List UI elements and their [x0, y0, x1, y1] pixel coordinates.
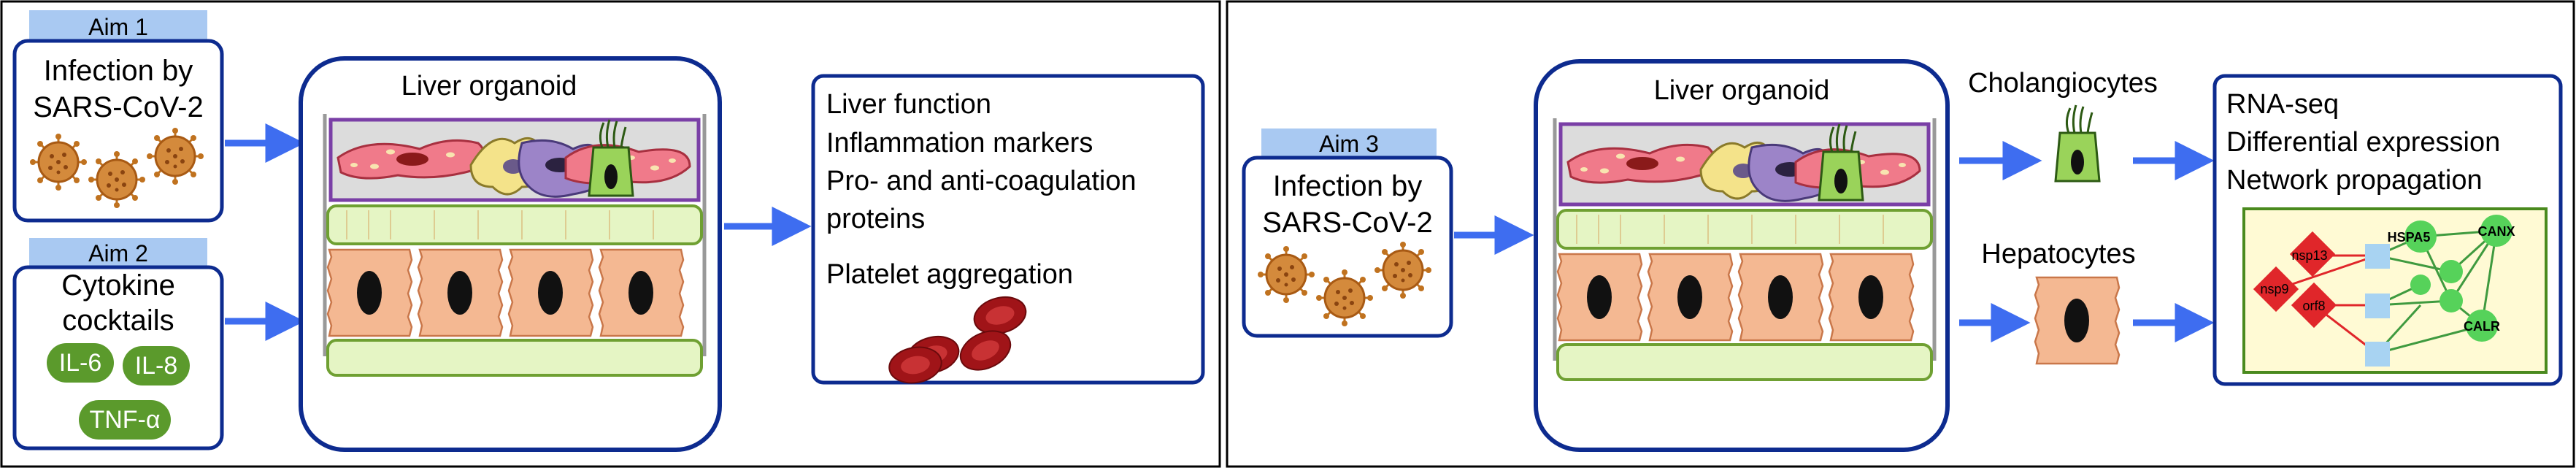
network-node-green	[2410, 275, 2431, 295]
cytokine-il6: IL-6	[59, 349, 102, 377]
analysis-rnaseq: RNA-seq	[2226, 89, 2339, 120]
aim2-text-line2: cocktails	[62, 304, 174, 337]
virus-icon	[1315, 268, 1374, 328]
cytokine-tnf-pill	[79, 400, 171, 440]
network-node-canx	[2480, 215, 2512, 247]
cytokine-tnf: TNF-α	[89, 406, 160, 434]
aim1-text-line1: Infection by	[44, 55, 193, 87]
outcomes-box	[811, 74, 1205, 385]
aim1-label: Aim 1	[88, 14, 148, 40]
virus-icon	[1373, 240, 1433, 300]
organoid-title-right: Liver organoid	[1654, 75, 1830, 106]
aim1-label-bg	[29, 10, 207, 41]
network-label-hspa5: HSPA5	[2388, 230, 2431, 245]
virus-icon	[1256, 245, 1316, 304]
outcome-proteins: proteins	[826, 204, 925, 234]
aim2-text-line1: Cytokine	[61, 269, 175, 302]
outcome-platelet: Platelet aggregation	[826, 259, 1073, 290]
aim2-label-bg	[29, 238, 207, 267]
network-label-orf8: orf8	[2302, 299, 2325, 313]
hepatocytes-label: Hepatocytes	[1981, 239, 2135, 269]
network-node-blue	[2365, 294, 2390, 318]
network-label-canx: CANX	[2477, 224, 2515, 239]
cholangiocytes-label: Cholangiocytes	[1968, 68, 2158, 99]
outcome-inflammation: Inflammation markers	[826, 128, 1093, 158]
aim2-label: Aim 2	[88, 240, 148, 266]
aim3-label-bg	[1261, 128, 1437, 158]
cytokine-il8-pill	[123, 346, 190, 385]
cholangiocyte-icon	[2054, 104, 2101, 183]
aim1-text-line2: SARS-CoV-2	[33, 91, 203, 123]
network-node-green	[2439, 260, 2463, 283]
outcome-coagulation: Pro- and anti-coagulation	[826, 166, 1137, 196]
outcome-liver-function: Liver function	[826, 89, 991, 120]
virus-icon	[145, 126, 205, 186]
right-panel-frame	[1226, 0, 2575, 468]
organoid-tissue-left	[325, 114, 704, 375]
network-node-hspa5	[2404, 220, 2437, 253]
network-node-blue	[2365, 342, 2390, 367]
analysis-differential: Differential expression	[2226, 127, 2500, 158]
aim2-box	[12, 265, 224, 450]
network-node-calr	[2466, 310, 2498, 342]
network-label-nsp13: nsp13	[2291, 248, 2327, 263]
aim3-text-line2: SARS-CoV-2	[1262, 207, 1432, 239]
cytokine-il6-pill	[47, 343, 114, 383]
network-label-nsp9: nsp9	[2260, 282, 2288, 296]
virus-icon	[87, 150, 147, 210]
network-label-calr: CALR	[2464, 319, 2500, 334]
aim3-text-line1: Infection by	[1273, 170, 1423, 202]
organoid-title-left: Liver organoid	[401, 71, 577, 101]
analysis-network: Network propagation	[2226, 165, 2483, 196]
aim3-label: Aim 3	[1319, 131, 1379, 157]
left-panel-frame	[0, 0, 1221, 468]
virus-icon	[28, 132, 88, 192]
network-node-blue	[2365, 244, 2390, 269]
organoid-tissue-right	[1555, 118, 1934, 380]
network-node-green	[2439, 289, 2463, 312]
cytokine-il8: IL-8	[135, 352, 178, 380]
hepatocyte-icon	[2034, 276, 2121, 365]
